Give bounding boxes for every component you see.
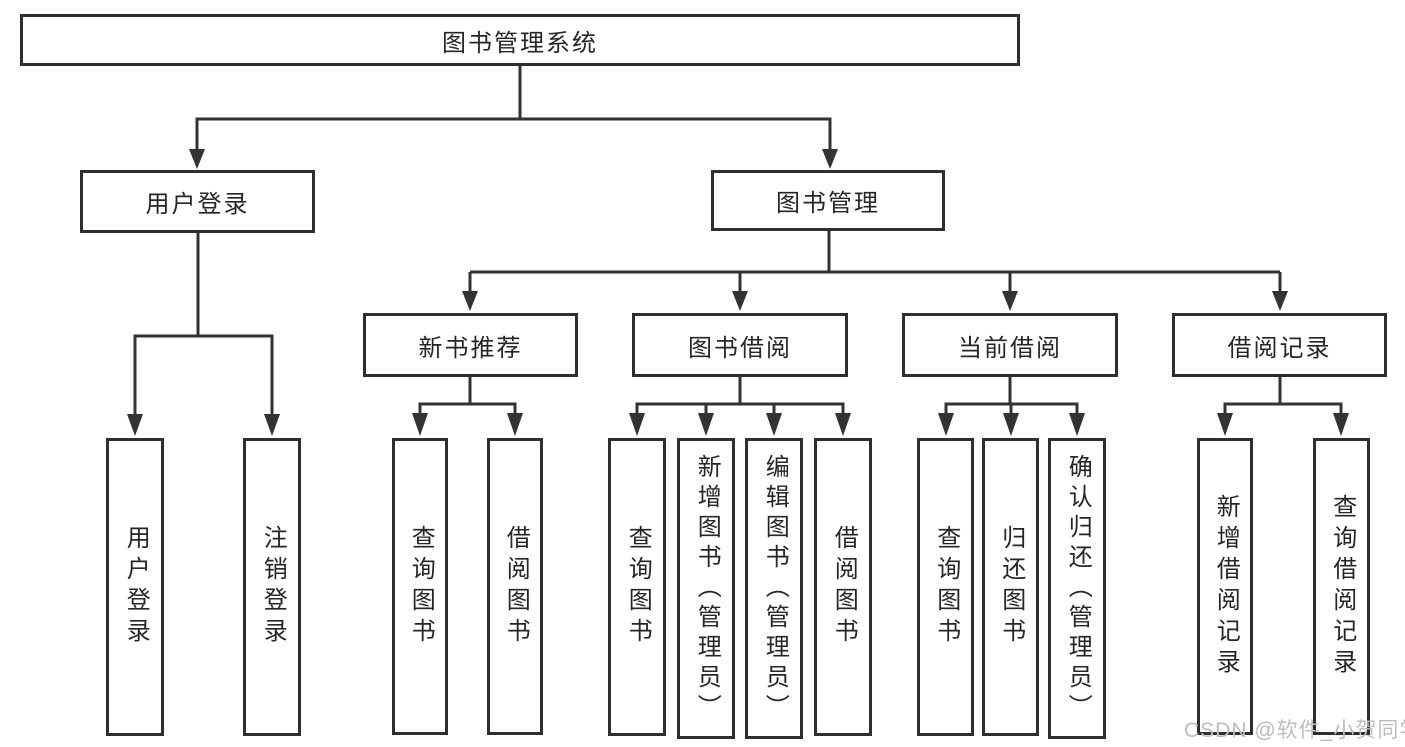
arrow-down-icon [189,149,205,169]
leaf-label: 归还图书 [997,525,1025,649]
leaf-label: 查询图书 [624,525,652,649]
leaf-logout: 注销登录 [243,438,301,736]
leaf-borrow-book-2: 借阅图书 [814,438,872,736]
arrow-down-icon [698,413,714,436]
leaf-query-book-1: 查询图书 [392,438,448,735]
leaf-query-borrow-record: 查询借阅记录 [1313,438,1370,735]
arrow-down-icon [1069,413,1085,436]
leaf-query-book-2: 查询图书 [608,438,666,736]
arrow-down-icon [264,414,280,436]
leaf-query-book-3: 查询图书 [917,438,974,736]
edge-lines [133,66,1343,418]
arrow-down-icon [732,291,748,311]
arrow-down-icon [938,413,954,436]
leaf-label: 查询图书 [407,524,435,649]
edge-borrow-split [635,402,845,418]
edge-root-split [195,117,832,152]
node-borrow-record: 借阅记录 [1172,313,1387,377]
arrow-down-icon [1003,413,1019,436]
leaf-label: 新增图书（管理员） [693,453,721,724]
leaf-label: 查询借阅记录 [1328,493,1356,680]
node-book-management: 图书管理 [711,170,945,231]
leaf-label: 新增借阅记录 [1212,493,1240,680]
leaf-user-login: 用户登录 [106,438,164,736]
node-user-login: 用户登录 [80,170,315,233]
leaf-label: 确认归还（管理员） [1064,453,1092,724]
edge-record-split [1223,402,1343,418]
arrow-down-icon [1333,413,1349,436]
leaf-add-borrow-record: 新增借阅记录 [1197,438,1253,735]
arrow-down-icon [835,413,851,436]
leaf-label: 用户登录 [122,525,150,649]
arrow-down-icon [1002,291,1018,311]
leaf-return-book: 归还图书 [982,438,1039,736]
leaf-borrow-book-1: 借阅图书 [487,438,543,735]
leaf-add-book-admin: 新增图书（管理员） [677,438,735,739]
edge-userlogin-split [133,334,274,418]
arrow-down-icon [127,414,143,436]
leaf-confirm-return-admin: 确认归还（管理员） [1048,438,1106,739]
arrow-down-icon [629,413,645,436]
arrow-down-icon [822,149,838,169]
arrowheads [127,149,1349,436]
node-book-borrow: 图书借阅 [632,313,848,377]
arrow-down-icon [462,291,478,311]
csdn-watermark: CSDN @软件_小贺同学 [1184,719,1405,742]
edge-newbook-split [418,402,517,418]
arrow-down-icon [507,413,523,436]
leaf-edit-book-admin: 编辑图书（管理员） [745,438,803,739]
arrow-down-icon [766,413,782,436]
leaf-label: 借阅图书 [830,525,858,649]
node-new-book-recommend: 新书推荐 [363,313,578,377]
arrow-down-icon [1217,413,1233,436]
arrow-down-icon [1272,291,1288,311]
leaf-label: 借阅图书 [502,524,530,649]
node-root: 图书管理系统 [20,14,1020,66]
leaf-label: 注销登录 [259,525,287,649]
arrow-down-icon [412,413,428,436]
leaf-label: 编辑图书（管理员） [761,453,789,724]
leaf-label: 查询图书 [932,525,960,649]
node-current-borrow: 当前借阅 [902,313,1118,377]
